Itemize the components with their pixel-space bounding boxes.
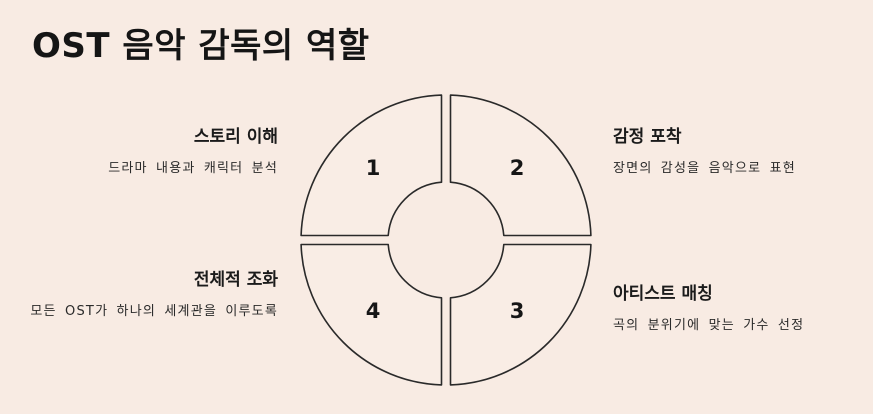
role-item-emotion: 감정 포착 장면의 감성을 음악으로 표현 — [613, 125, 873, 180]
role-title-artist: 아티스트 매칭 — [613, 284, 713, 304]
wheel-segment-3: 3 — [449, 243, 592, 386]
segment-number-2: 2 — [510, 156, 525, 180]
wheel-segment-1: 1 — [300, 94, 443, 237]
segment-number-1: 1 — [366, 156, 381, 180]
role-title-harmony: 전체적 조화 — [193, 270, 278, 290]
role-item-artist: 아티스트 매칭 곡의 분위기에 맞는 가수 선정 — [613, 282, 873, 337]
wheel-segment-2: 2 — [449, 94, 592, 237]
role-desc-harmony: 모든 OST가 하나의 세계관을 이루도록 — [30, 304, 278, 319]
role-item-harmony: 전체적 조화 모든 OST가 하나의 세계관을 이루도록 — [18, 268, 278, 323]
role-desc-story: 드라마 내용과 캐릭터 분석 — [108, 161, 278, 176]
role-item-story: 스토리 이해 드라마 내용과 캐릭터 분석 — [18, 125, 278, 180]
wheel-segment-4: 4 — [300, 243, 443, 386]
role-desc-artist: 곡의 분위기에 맞는 가수 선정 — [613, 318, 805, 333]
segment-number-4: 4 — [366, 299, 381, 323]
role-desc-emotion: 장면의 감성을 음악으로 표현 — [613, 161, 796, 176]
role-title-emotion: 감정 포착 — [613, 127, 682, 147]
segment-number-3: 3 — [510, 299, 525, 323]
page-title: OST 음악 감독의 역할 — [32, 26, 370, 66]
role-title-story: 스토리 이해 — [193, 127, 278, 147]
